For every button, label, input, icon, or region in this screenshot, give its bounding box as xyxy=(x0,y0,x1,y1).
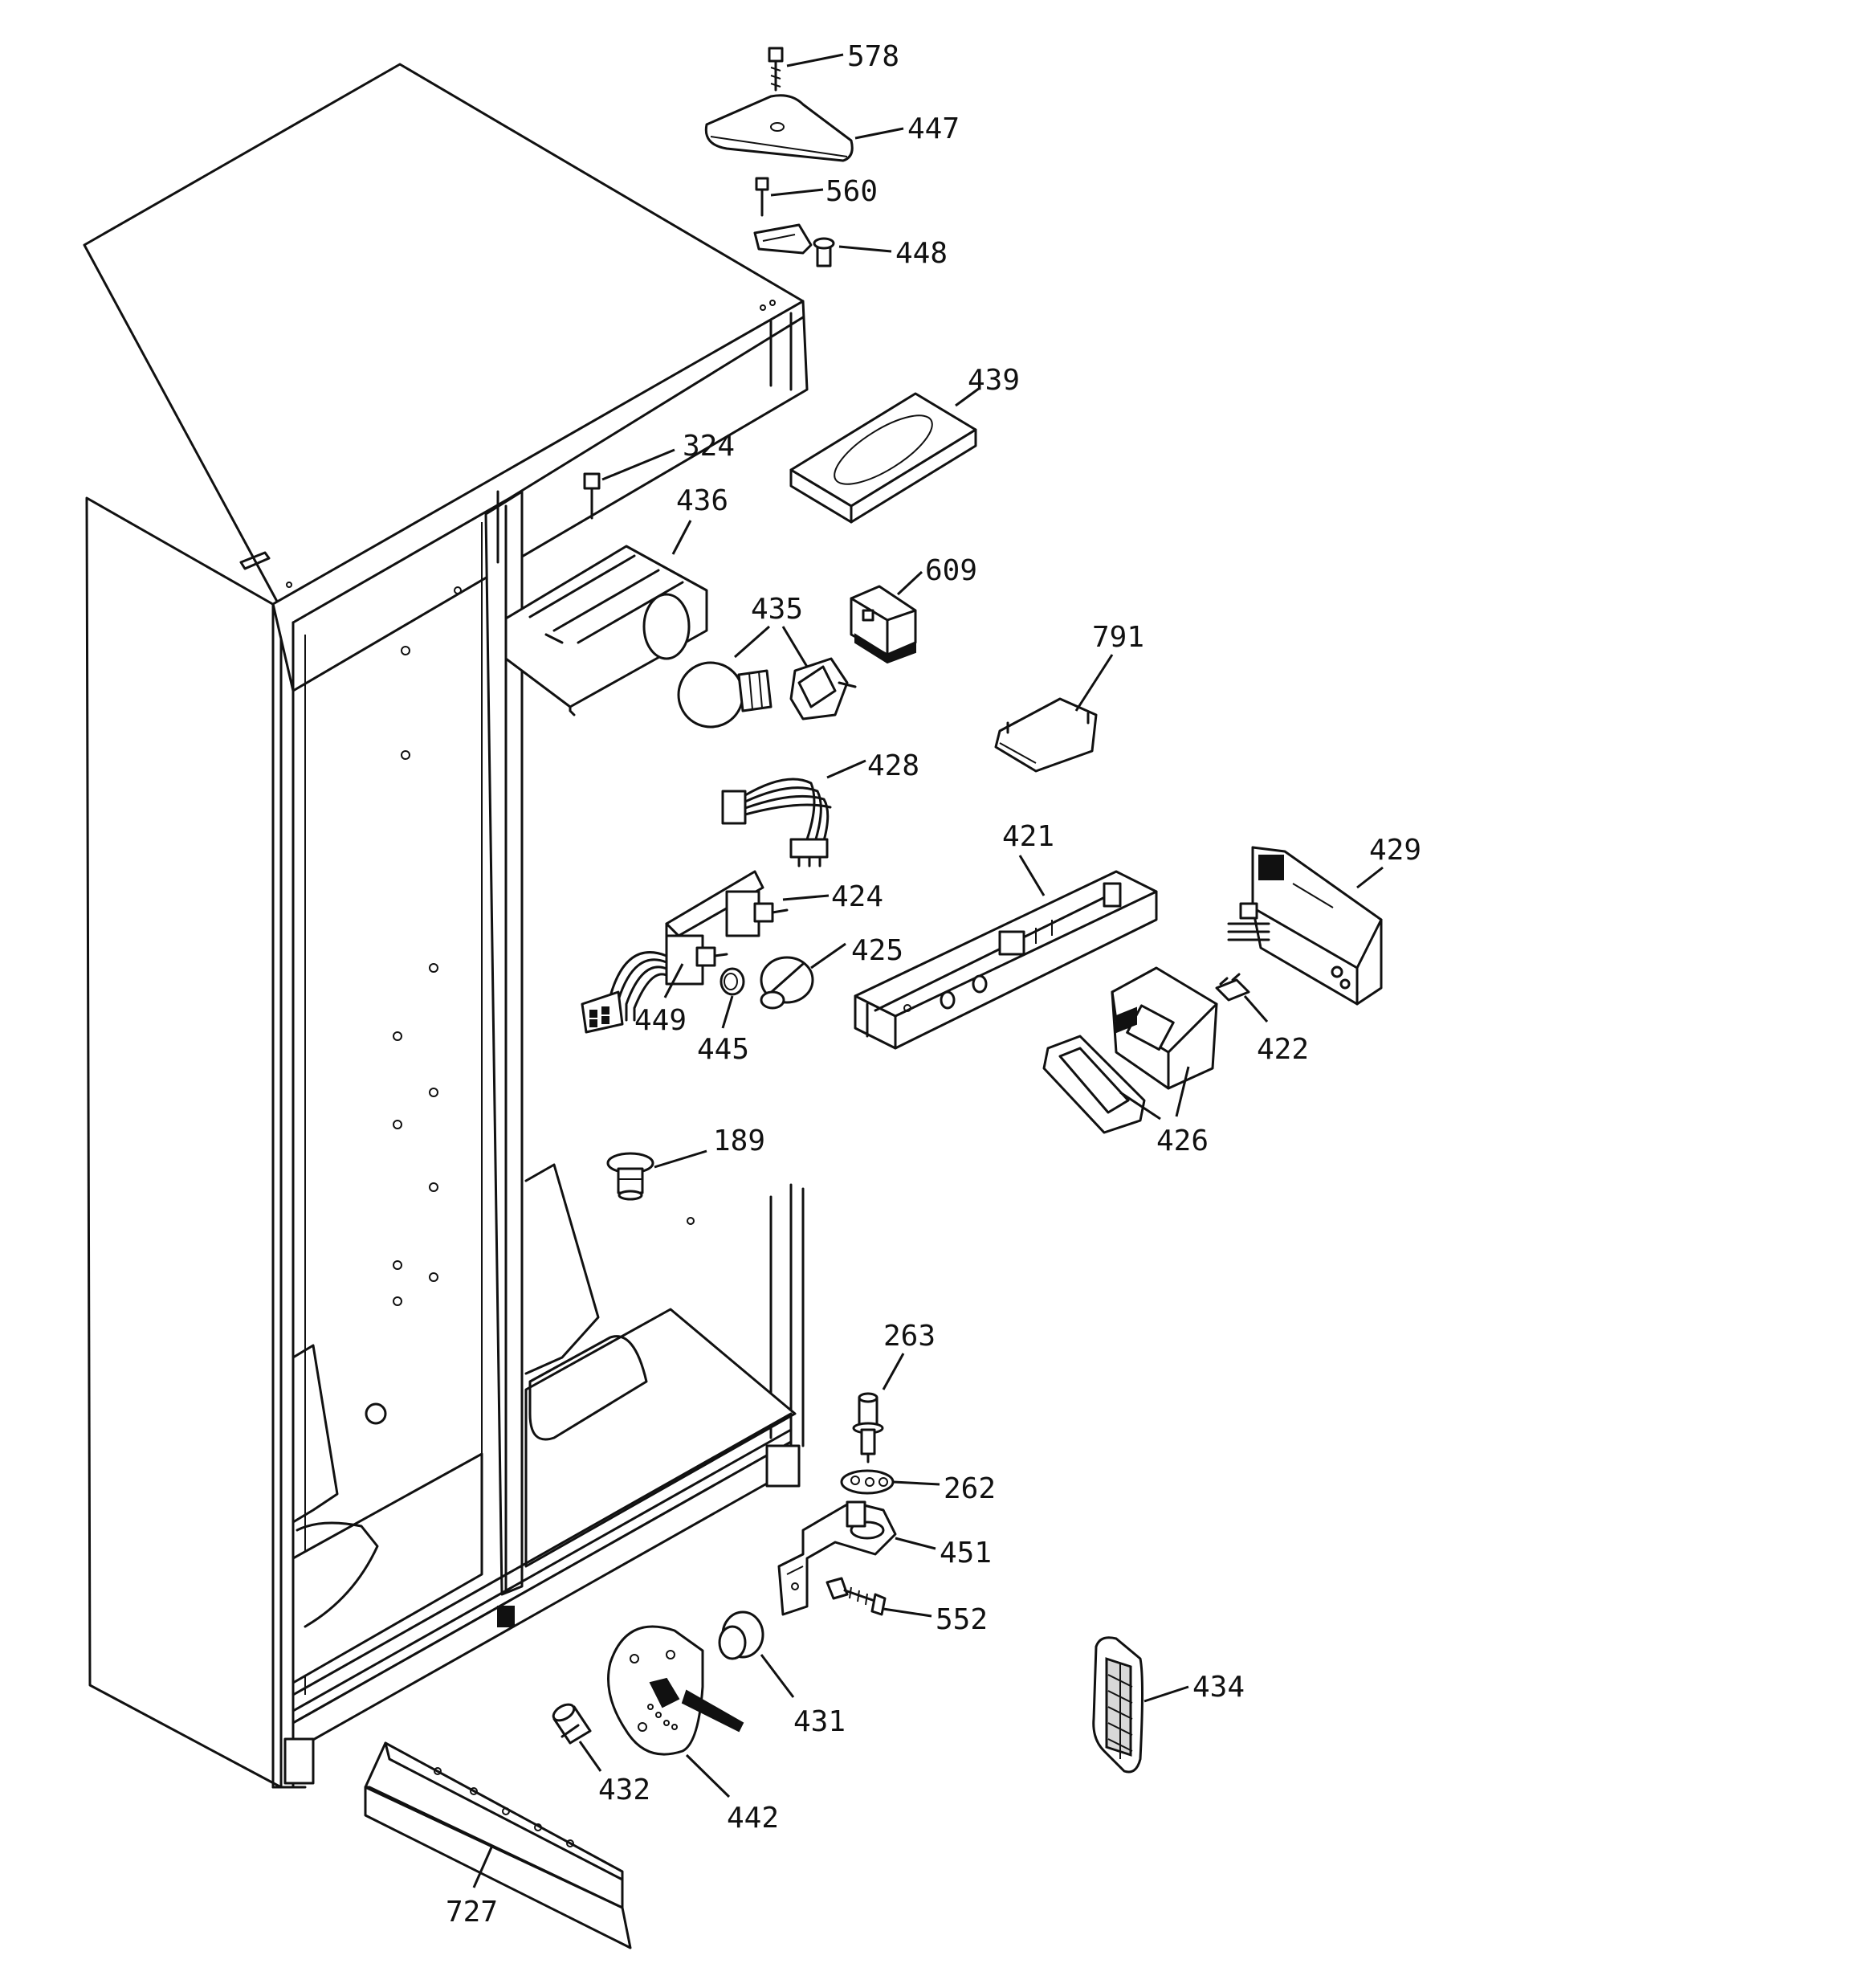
part-439-light-shield xyxy=(789,392,977,524)
callout-431: 431 xyxy=(793,1705,846,1738)
part-609-switch xyxy=(850,585,917,664)
callout-429: 429 xyxy=(1369,834,1421,867)
part-189-plug-button xyxy=(606,1152,654,1201)
part-429-fan-housing xyxy=(1227,846,1383,1006)
callout-578: 578 xyxy=(847,40,899,73)
cabinet-left-side xyxy=(85,496,283,1789)
part-434-grille xyxy=(1092,1636,1143,1774)
callout-189: 189 xyxy=(713,1125,765,1157)
part-324-screw xyxy=(583,472,601,520)
callout-424: 424 xyxy=(831,880,883,913)
callout-263: 263 xyxy=(883,1320,936,1353)
callout-434: 434 xyxy=(1192,1671,1245,1704)
part-791-cover xyxy=(994,697,1098,773)
callout-448: 448 xyxy=(895,237,948,270)
callout-445: 445 xyxy=(697,1033,749,1066)
part-727-base-grille xyxy=(364,1741,632,1949)
part-449-defrost-control xyxy=(581,934,728,1034)
callout-436: 436 xyxy=(676,484,728,517)
part-435-bulb xyxy=(677,661,773,729)
part-436-light-housing xyxy=(504,545,708,716)
part-445-knob-insert xyxy=(720,967,745,996)
part-447-hinge-cover xyxy=(704,94,854,162)
callout-451: 451 xyxy=(940,1537,992,1570)
callout-442: 442 xyxy=(727,1802,779,1835)
callout-432: 432 xyxy=(598,1774,650,1806)
callout-449: 449 xyxy=(634,1004,687,1037)
callout-324: 324 xyxy=(683,430,735,463)
callout-262: 262 xyxy=(944,1472,996,1505)
cabinet xyxy=(83,63,809,1789)
part-442-damper-motor xyxy=(607,1625,744,1756)
part-431-damper-cap xyxy=(718,1610,764,1660)
part-263-hinge-pin xyxy=(852,1392,884,1463)
part-426-dispenser-switch xyxy=(1111,966,1218,1090)
part-424-temperature-control xyxy=(665,870,789,953)
cabinet-front-frame xyxy=(271,300,809,692)
part-451-bottom-hinge xyxy=(777,1500,897,1616)
callout-560: 560 xyxy=(826,175,878,208)
part-426-bezel xyxy=(1042,1035,1146,1134)
part-425-knob xyxy=(760,956,814,1010)
callout-791: 791 xyxy=(1092,621,1144,654)
callout-552: 552 xyxy=(936,1603,988,1636)
part-578-screw xyxy=(768,47,784,92)
callout-435: 435 xyxy=(751,593,803,626)
callout-426: 426 xyxy=(1156,1125,1209,1157)
part-422-clip xyxy=(1215,973,1250,1002)
cabinet-mullion xyxy=(484,490,524,1596)
part-448-hinge xyxy=(753,223,835,267)
callout-422: 422 xyxy=(1257,1033,1309,1066)
part-560-screw xyxy=(755,177,769,217)
callout-609: 609 xyxy=(925,554,977,587)
callout-428: 428 xyxy=(867,749,919,782)
callout-421: 421 xyxy=(1002,820,1054,853)
callout-439: 439 xyxy=(968,364,1020,397)
part-421-control-housing xyxy=(854,870,1158,1050)
part-262-washer xyxy=(840,1469,895,1495)
part-428-wire-harness xyxy=(721,778,832,867)
callout-447: 447 xyxy=(907,112,960,145)
callout-labels: 578 447 560 448 439 324 436 609 435 791 … xyxy=(446,40,1421,1929)
part-552-screw xyxy=(826,1577,887,1616)
callout-727: 727 xyxy=(446,1896,498,1929)
callout-425: 425 xyxy=(851,934,903,967)
leader-lines xyxy=(472,53,1384,1888)
part-435-socket xyxy=(789,657,857,720)
part-432-damper-shaft xyxy=(552,1703,592,1745)
